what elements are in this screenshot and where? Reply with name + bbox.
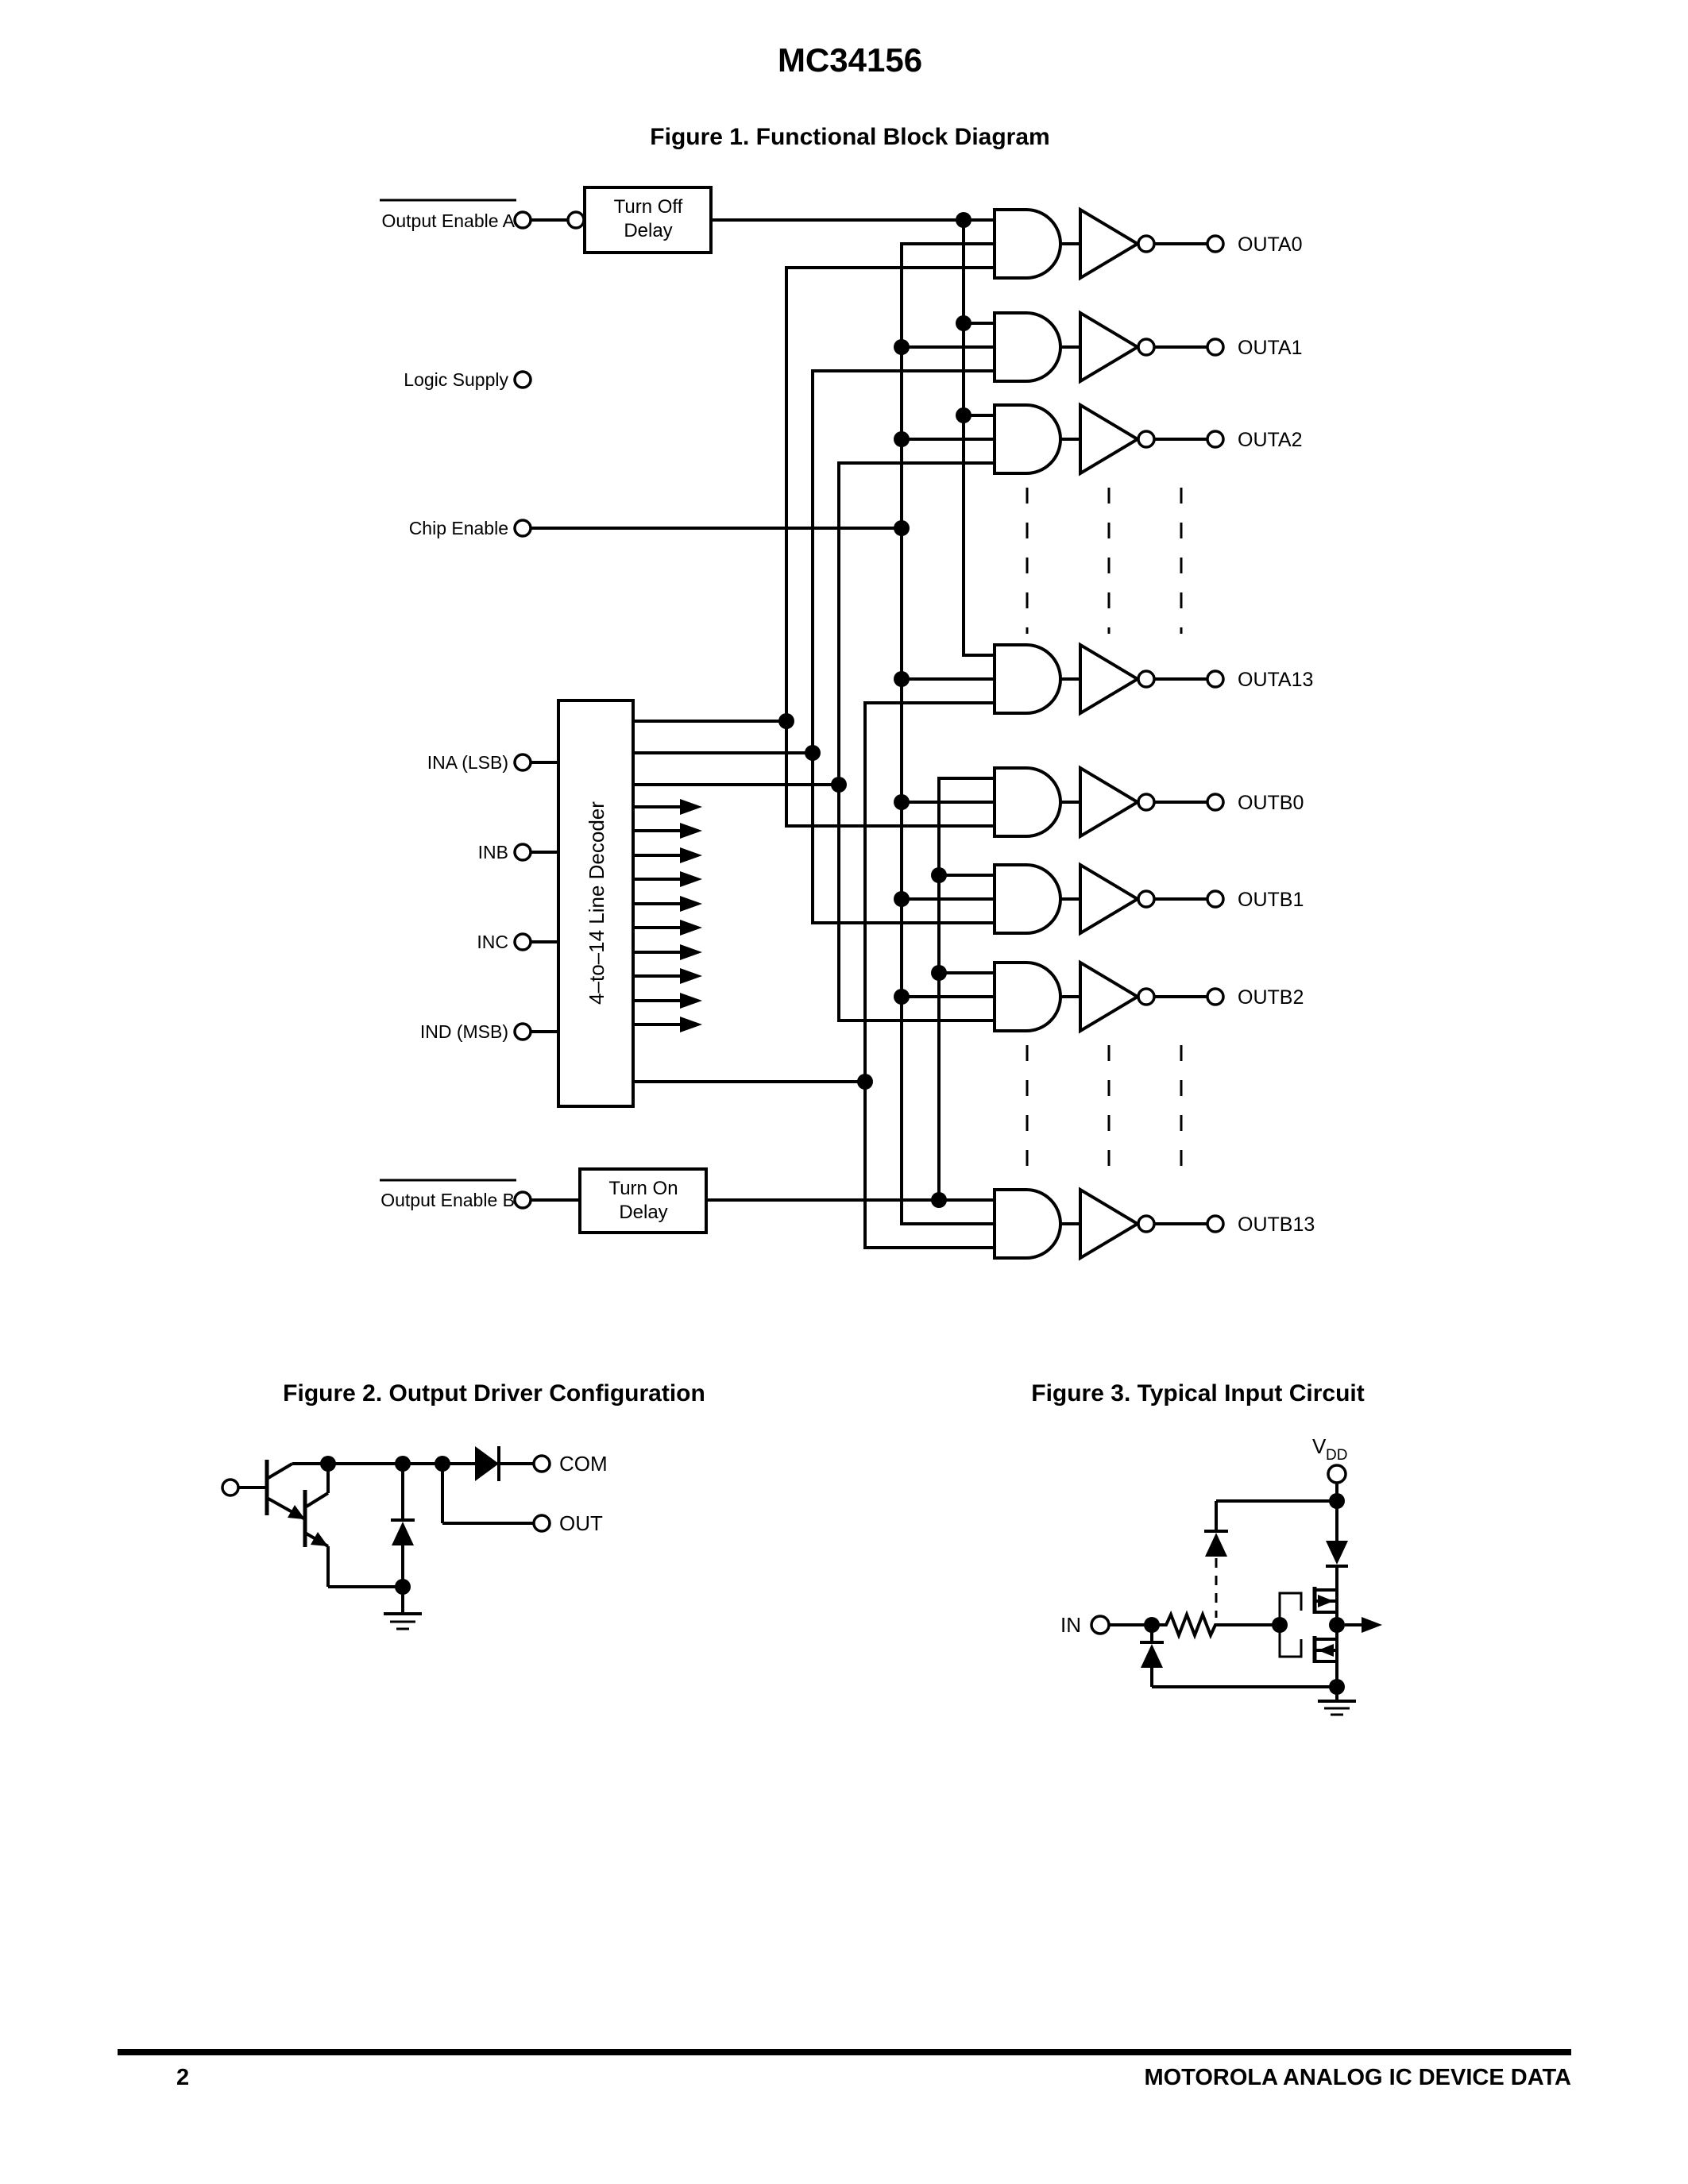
output-enable-a-terminal [513, 210, 532, 230]
in-terminal: IN [1060, 1613, 1111, 1637]
ind-terminal [513, 1022, 532, 1041]
inb-terminal [513, 843, 532, 862]
resistor-icon [1160, 1610, 1239, 1640]
output-enable-b-label: Output Enable B [380, 1190, 515, 1210]
figure1-caption: Figure 1. Functional Block Diagram [650, 124, 1050, 150]
ina-terminal [513, 753, 532, 772]
ground-icon [384, 1612, 422, 1630]
turn-on-delay-label-2: Delay [619, 1202, 667, 1223]
vdd-terminal: V DD [1312, 1434, 1347, 1501]
chip-enable-label: Chip Enable [409, 518, 508, 538]
figure2-circuit: COM OUT [221, 1446, 608, 1630]
outb1-label: OUTB1 [1238, 889, 1304, 911]
outa1-label: OUTA1 [1238, 337, 1303, 359]
output-cell-outa13 [993, 643, 1225, 715]
decoder-block: 4–to–14 Line Decoder [557, 699, 865, 1108]
input-output-enable-b: Output Enable B [380, 1179, 580, 1210]
figure3-caption: Figure 3. Typical Input Circuit [1031, 1380, 1365, 1406]
vdd-clamp-diode-icon [1204, 1530, 1228, 1618]
page-title: MC34156 [777, 41, 923, 79]
decoder-output-arrow-icons [633, 799, 702, 1032]
darlington-transistor-pair [265, 1460, 330, 1587]
logic-supply-label: Logic Supply [404, 369, 508, 390]
turn-on-delay-label-1: Turn On [608, 1178, 678, 1199]
output-cell-outb1 [993, 863, 1225, 935]
input-inc: INC [477, 932, 558, 952]
com-diode-icon [475, 1446, 500, 1481]
footer-page-number: 2 [176, 2065, 190, 2090]
outa13-label: OUTA13 [1238, 669, 1313, 691]
vdd-label: V [1312, 1434, 1327, 1458]
output-labels: OUTA0 OUTA1 OUTA2 OUTA13 OUTB0 OUTB1 OUT… [1238, 233, 1315, 1236]
driver-input-terminal [221, 1478, 267, 1497]
decoder-label: 4–to–14 Line Decoder [585, 801, 608, 1005]
ground-clamp-diode-icon [1140, 1641, 1164, 1668]
output-cell-outb0 [993, 766, 1225, 838]
bus-wires [711, 218, 995, 1249]
input-chip-enable: Chip Enable [409, 518, 902, 538]
outa0-label: OUTA0 [1238, 233, 1303, 256]
output-cell-outb13 [993, 1188, 1225, 1260]
chip-enable-terminal [513, 519, 532, 538]
cmos-inverter [1278, 1587, 1338, 1687]
out-label: OUT [559, 1511, 603, 1535]
inc-terminal [513, 932, 532, 951]
figure1-diagram: Output Enable A Turn Off Delay Logic Sup… [380, 186, 1315, 1260]
footer-right-text: MOTOROLA ANALOG IC DEVICE DATA [1144, 2065, 1571, 2090]
junction-dots [778, 212, 971, 1208]
output-cell-outa1 [993, 311, 1225, 383]
figure3-circuit: V DD IN [1060, 1434, 1382, 1716]
inverting-bubble [566, 210, 585, 230]
output-cell-outa2 [993, 403, 1225, 475]
ina-label: INA (LSB) [427, 752, 508, 773]
input-wires [1108, 1499, 1337, 1688]
outb0-label: OUTB0 [1238, 792, 1304, 814]
outa2-label: OUTA2 [1238, 429, 1303, 451]
outb13-label: OUTB13 [1238, 1214, 1315, 1236]
out-terminal: OUT [532, 1511, 603, 1535]
ind-label: IND (MSB) [420, 1021, 508, 1042]
series-diode-icon [1326, 1501, 1348, 1590]
continuation-dashes [1026, 488, 1183, 1177]
com-label: COM [559, 1452, 608, 1476]
output-enable-b-terminal [513, 1190, 532, 1210]
inc-label: INC [477, 932, 508, 952]
footer-rule [118, 2049, 1571, 2055]
input-logic-supply: Logic Supply [404, 369, 532, 390]
decoder-output-wires [633, 720, 865, 1083]
turn-off-delay-label-1: Turn Off [614, 196, 683, 218]
input-inb: INB [478, 842, 558, 862]
output-enable-a-label: Output Enable A [381, 210, 515, 231]
outb2-label: OUTB2 [1238, 986, 1304, 1009]
input-ina: INA (LSB) [427, 752, 558, 773]
logic-supply-terminal [513, 370, 532, 389]
figure2-caption: Figure 2. Output Driver Configuration [283, 1380, 705, 1406]
input-output-enable-a: Output Enable A [380, 199, 585, 231]
in-label: IN [1060, 1613, 1081, 1637]
com-terminal: COM [532, 1452, 608, 1476]
turn-off-delay-block: Turn Off Delay [583, 186, 713, 254]
output-arrow-icon [1345, 1617, 1382, 1633]
output-cell-outb2 [993, 961, 1225, 1032]
input-ind: IND (MSB) [420, 1021, 558, 1042]
inb-label: INB [478, 842, 508, 862]
output-cell-outa0 [993, 208, 1225, 280]
turn-off-delay-label-2: Delay [624, 220, 672, 241]
vdd-label-subscript: DD [1326, 1447, 1347, 1464]
